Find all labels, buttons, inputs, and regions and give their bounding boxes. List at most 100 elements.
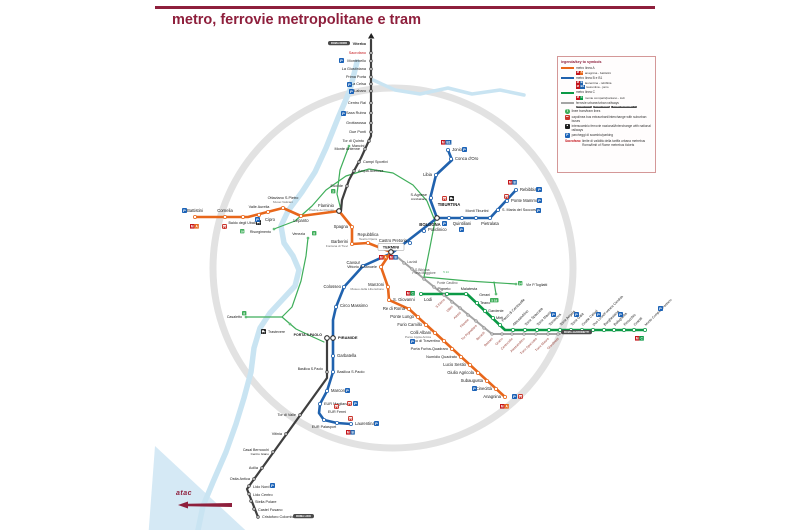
svg-text:M: M	[636, 337, 639, 341]
svg-text:ROMA-GIARDINETTI: ROMA-GIARDINETTI	[564, 330, 590, 334]
station-cavour	[360, 263, 365, 268]
station-anagnina	[502, 394, 507, 399]
station-label-campi-sportivi: Campi Sportivi	[363, 160, 388, 164]
station-label-s-giovanni: S. Giovanni	[393, 297, 415, 302]
bus-icon	[504, 194, 509, 199]
railway-badge-roma-lido: ROMA LIDO	[293, 514, 314, 519]
legend-item-1: metro linea B e B1	[561, 76, 652, 80]
station-acilia	[260, 466, 264, 470]
tram-number-2: 2	[331, 189, 336, 194]
station-tor-pignattara	[474, 319, 478, 323]
svg-text:P: P	[473, 386, 476, 391]
station-vle-p-togliatti	[514, 282, 518, 286]
P-icon: P	[255, 217, 260, 222]
station-flaminio	[336, 208, 342, 214]
legend-swatch	[561, 90, 574, 94]
line-tram-gerani	[493, 281, 497, 295]
station-barberini	[349, 241, 354, 246]
station-sublabel-piazza-del-popolo: Piazza del Popolo	[309, 208, 334, 212]
legend-item-3: ferrovie urbane/urban railways	[561, 101, 652, 105]
station-due-leoni-fontana-candida	[591, 327, 596, 332]
station-label-grano: Grano	[494, 337, 503, 346]
P-icon: P	[345, 388, 350, 393]
station-bologna	[434, 215, 440, 221]
station-label-furio-camillo: Furio Camillo	[397, 322, 422, 327]
station-label-s-agnese: S.Agnese	[411, 193, 427, 197]
station-label-casaletto: Casaletto	[227, 315, 242, 319]
station-label-filarete: Filarete	[459, 318, 470, 329]
station-label-baldo-degli-ubaldi: Baldo degli Ubaldi	[229, 221, 258, 225]
station-tor-di-valle	[298, 413, 302, 417]
station-label-pietralata: Pietralata	[481, 221, 499, 226]
station-sublabel-centro-giano: Centro Giano	[251, 452, 270, 456]
svg-text:P: P	[342, 111, 345, 116]
station-ottaviano-s-pietro	[280, 205, 285, 210]
svg-text:8: 8	[243, 311, 245, 315]
station-arco-di-travertino	[441, 338, 446, 343]
station-label-monti-tiburtini: Monti Tiburtini	[466, 209, 489, 213]
station-label-cornelia: Cornelia	[217, 208, 233, 213]
station-marconi	[324, 388, 329, 393]
station-label-prima-porta: Prima Porta	[346, 75, 367, 79]
station-label-cinecitt: Cinecittà	[476, 386, 493, 391]
station-acqua-acetosa	[352, 169, 356, 173]
station-libia	[433, 172, 438, 177]
P-icon: P	[341, 111, 346, 116]
P-icon: P	[459, 227, 464, 232]
svg-text:P: P	[443, 221, 446, 226]
station-label-giulio-agricola: Giulio Agricola	[447, 370, 474, 375]
svg-text:14: 14	[519, 281, 523, 285]
legend-line-swatch	[561, 66, 574, 69]
station-prima-porta	[369, 75, 373, 79]
station-label-anagnina: Anagnina	[483, 394, 501, 399]
station-venezia	[306, 236, 310, 240]
station-label-s-maria-del-soccorso: S. Maria del Soccorso	[502, 208, 538, 212]
station-basilica-s-paolo	[330, 369, 335, 374]
station-torre-angela	[558, 327, 563, 332]
station-balzani	[490, 332, 494, 336]
station-label-venezia: Venezia	[292, 232, 305, 236]
station-trastevere	[288, 322, 292, 326]
legend-pill-roma-nord: ROMA NORD	[593, 105, 611, 109]
station-la-celsa	[369, 82, 373, 86]
legend-parking-icon: P	[565, 133, 570, 138]
station-policlinico	[421, 228, 426, 233]
station-label-lido-centro: Lido Centro	[253, 493, 273, 497]
tram-number-8: 8	[242, 311, 247, 316]
svg-text:C: C	[640, 337, 643, 341]
station-label-ponte-mammolo: Ponte Mammolo	[511, 198, 542, 203]
bus-icon	[347, 401, 352, 406]
station-la-giustiniana	[369, 67, 373, 71]
station-label-trastevere: Trastevere	[268, 330, 285, 334]
svg-text:2: 2	[332, 189, 334, 193]
station-label-lepanto: Lepanto	[293, 218, 309, 223]
atac-logo: atac	[176, 490, 236, 515]
legend-tram-icon: T	[565, 109, 570, 115]
legend-chip-text: anagnina - battistini	[584, 70, 611, 75]
svg-text:M: M	[380, 256, 383, 260]
station-label-cavour: Cavour	[347, 260, 361, 265]
station-s-elena	[442, 293, 446, 297]
station-label-tor-di-valle: Tor di Valle	[278, 413, 297, 417]
P-icon: P	[347, 82, 352, 87]
P-icon: P	[374, 421, 379, 426]
svg-text:M: M	[407, 292, 410, 296]
legend-item-label: parcheggi di scambio/parking	[571, 133, 614, 138]
station-label-libia: Libia	[423, 172, 433, 177]
station-garbatella	[330, 353, 335, 358]
svg-text:P: P	[575, 312, 578, 317]
station-parco-di-centocelle	[497, 322, 502, 327]
svg-text:P: P	[340, 58, 343, 63]
P-icon: P	[182, 208, 187, 213]
svg-text:M: M	[509, 181, 512, 185]
station-label-grottarossa: Grottarossa	[346, 121, 367, 125]
legend-item-label: metro linea B e B1	[576, 75, 603, 80]
legend-item-2: metro linea C	[561, 90, 652, 94]
station-sublabel-parco-appia-antica: Parco Appia Antica	[405, 335, 431, 339]
